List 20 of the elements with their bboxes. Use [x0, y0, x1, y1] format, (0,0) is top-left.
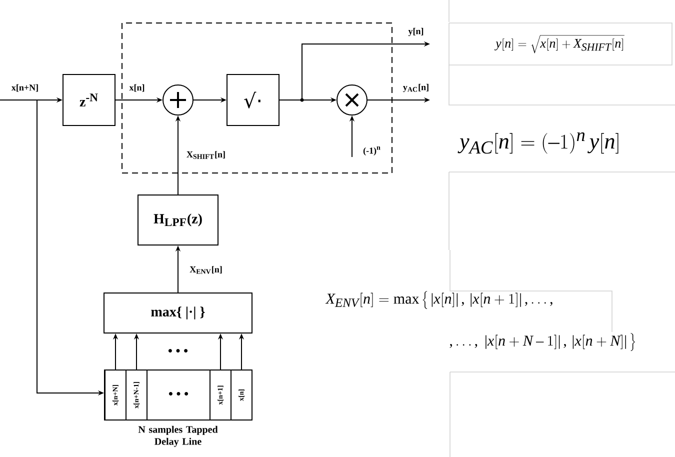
- edge-label: X$_{SHIFT}$[n]: [186, 151, 225, 159]
- ellipsis: • • •: [168, 348, 188, 352]
- equation: $y[n] = \sqrt{x[n] + X_{SHIFT}[n]}$: [494, 35, 624, 54]
- dashed-frame: [122, 22, 392, 174]
- max-box: max{ |·| }: [104, 292, 252, 334]
- equation: $X_{ENV}[n] = \max\left\{\,|x[n]|\,,\,|x[n+1]|\,,\ldots,\right.$: [325, 290, 552, 309]
- node-label: N samples Tapped Delay Line: [138, 426, 218, 447]
- equation: $\left.,\ldots,\;|x[n+N-1]|\,,\,|x[n+N]|\,\right\}$: [450, 332, 635, 351]
- edge-label: (-1)$^{n}$: [363, 146, 380, 156]
- edge-label: y[n]: [408, 28, 424, 36]
- edge-label: x[n+N]: [11, 84, 38, 92]
- edge-label: X$_{ENV}$[n]: [190, 266, 222, 274]
- delay-box: z$^{-N}$: [62, 74, 116, 126]
- sqrt-box: √·: [226, 74, 280, 126]
- adder-circle: [162, 84, 194, 116]
- edge-label: y$_{AC}$[n]: [403, 84, 428, 92]
- edge-label: x[n]: [129, 84, 144, 92]
- multiplier-circle: [336, 84, 368, 116]
- equation: $y_{AC}[n] = (-1)^{n}\,y[n]$: [458, 132, 618, 154]
- filter-box: H$_{LPF}$(z): [138, 194, 218, 246]
